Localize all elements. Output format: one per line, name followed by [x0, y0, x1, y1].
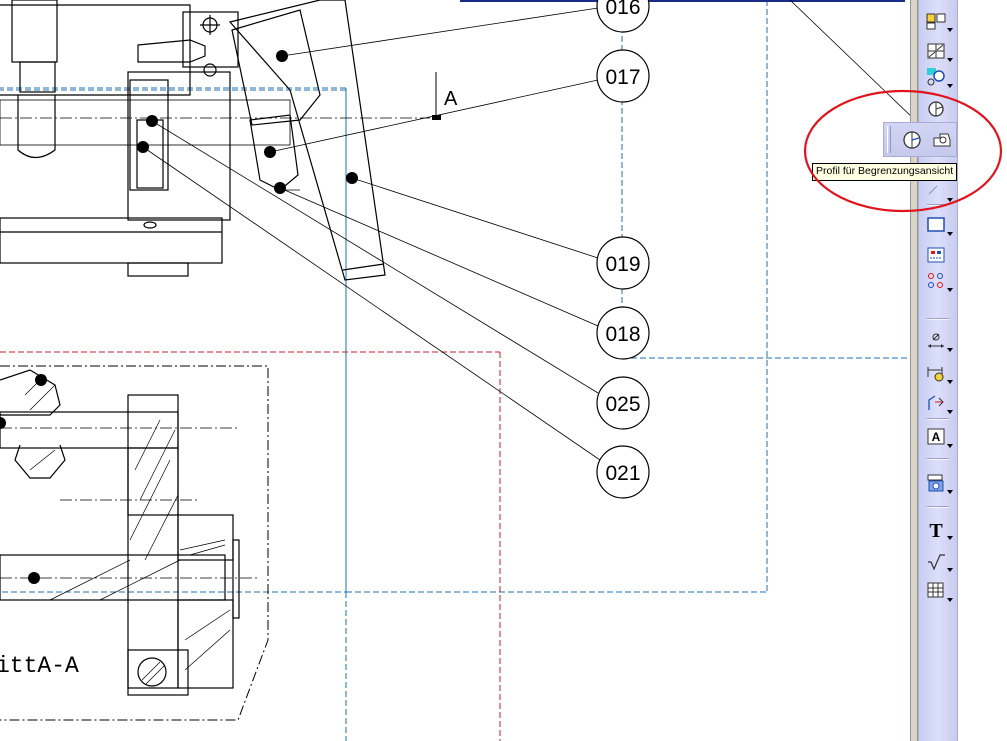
clipping-view-2-icon — [933, 133, 951, 147]
section-view-icon — [927, 43, 945, 59]
geometric-tolerance-icon — [928, 395, 944, 410]
svg-text:A: A — [932, 430, 941, 444]
frame-icon — [927, 217, 945, 232]
tooltip: Profil für Begrenzungsansicht — [812, 163, 958, 181]
dimension-tools-icon — [927, 367, 944, 382]
clipping-profile-button[interactable] — [900, 128, 924, 152]
dimension-button[interactable] — [925, 330, 953, 352]
dress-up-2-button[interactable] — [925, 472, 953, 494]
lower-section-view — [0, 369, 240, 696]
view-placement-button[interactable] — [925, 10, 953, 32]
annotation-button[interactable]: A — [925, 426, 953, 448]
dimension-tools-button[interactable] — [925, 362, 953, 384]
balloon-016[interactable]: 016 — [596, 0, 650, 33]
balloon-017-label: 017 — [605, 66, 640, 89]
roughness-icon — [928, 554, 945, 571]
detail-view-button[interactable] — [925, 66, 953, 88]
clipping-profile-icon — [903, 131, 921, 149]
balloon-018-label: 018 — [605, 323, 640, 346]
clipping-view-button[interactable] — [925, 98, 951, 120]
dress-up-2-icon — [927, 474, 944, 492]
dimension-icon — [928, 333, 944, 348]
disabled-tool-button[interactable] — [925, 180, 953, 202]
clipping-flyout-toolbar — [883, 122, 957, 157]
svg-text:T: T — [929, 520, 943, 540]
balloon-021[interactable]: 021 — [596, 445, 650, 499]
roughness-button[interactable] — [925, 550, 953, 572]
leader-dots — [0, 50, 358, 584]
table-icon — [927, 582, 944, 598]
frame-button[interactable] — [925, 214, 953, 236]
balloon-018[interactable]: 018 — [596, 306, 650, 360]
balloon-021-label: 021 — [605, 462, 640, 485]
flyout-grip[interactable] — [887, 126, 891, 153]
section-marker[interactable]: A — [432, 72, 458, 120]
clipping-view-icon — [928, 101, 944, 117]
drawing-toolbar: A T — [918, 0, 958, 741]
view-frames — [0, 0, 910, 741]
toolbar-dock-edge — [910, 0, 918, 741]
text-icon: T — [929, 520, 943, 542]
annotation-icon: A — [927, 428, 945, 445]
table-button[interactable] — [925, 580, 953, 602]
balloon-019[interactable]: 019 — [596, 236, 650, 290]
section-marker-label: A — [444, 88, 458, 110]
section-view-label: ittA-A — [0, 653, 79, 679]
leader-lines — [142, 0, 916, 461]
clipping-view-2-button[interactable] — [930, 128, 954, 152]
disabled-tool-icon — [928, 185, 938, 195]
generative-button[interactable] — [925, 270, 953, 292]
dress-up-button[interactable] — [925, 244, 951, 266]
view-placement-icon — [926, 13, 946, 30]
generative-icon — [928, 273, 943, 288]
upper-assembly — [0, 0, 386, 281]
dress-up-icon — [927, 247, 945, 263]
balloon-017[interactable]: 017 — [596, 49, 650, 103]
geometric-tolerance-button[interactable] — [925, 392, 953, 414]
balloon-025[interactable]: 025 — [596, 376, 650, 430]
balloon-016-label: 016 — [605, 0, 640, 19]
balloon-019-label: 019 — [605, 253, 640, 276]
detail-view-icon — [927, 68, 945, 86]
section-view-button[interactable] — [925, 40, 953, 62]
text-button[interactable]: T — [925, 518, 953, 542]
balloon-025-label: 025 — [605, 393, 640, 416]
center-lines — [0, 117, 430, 579]
